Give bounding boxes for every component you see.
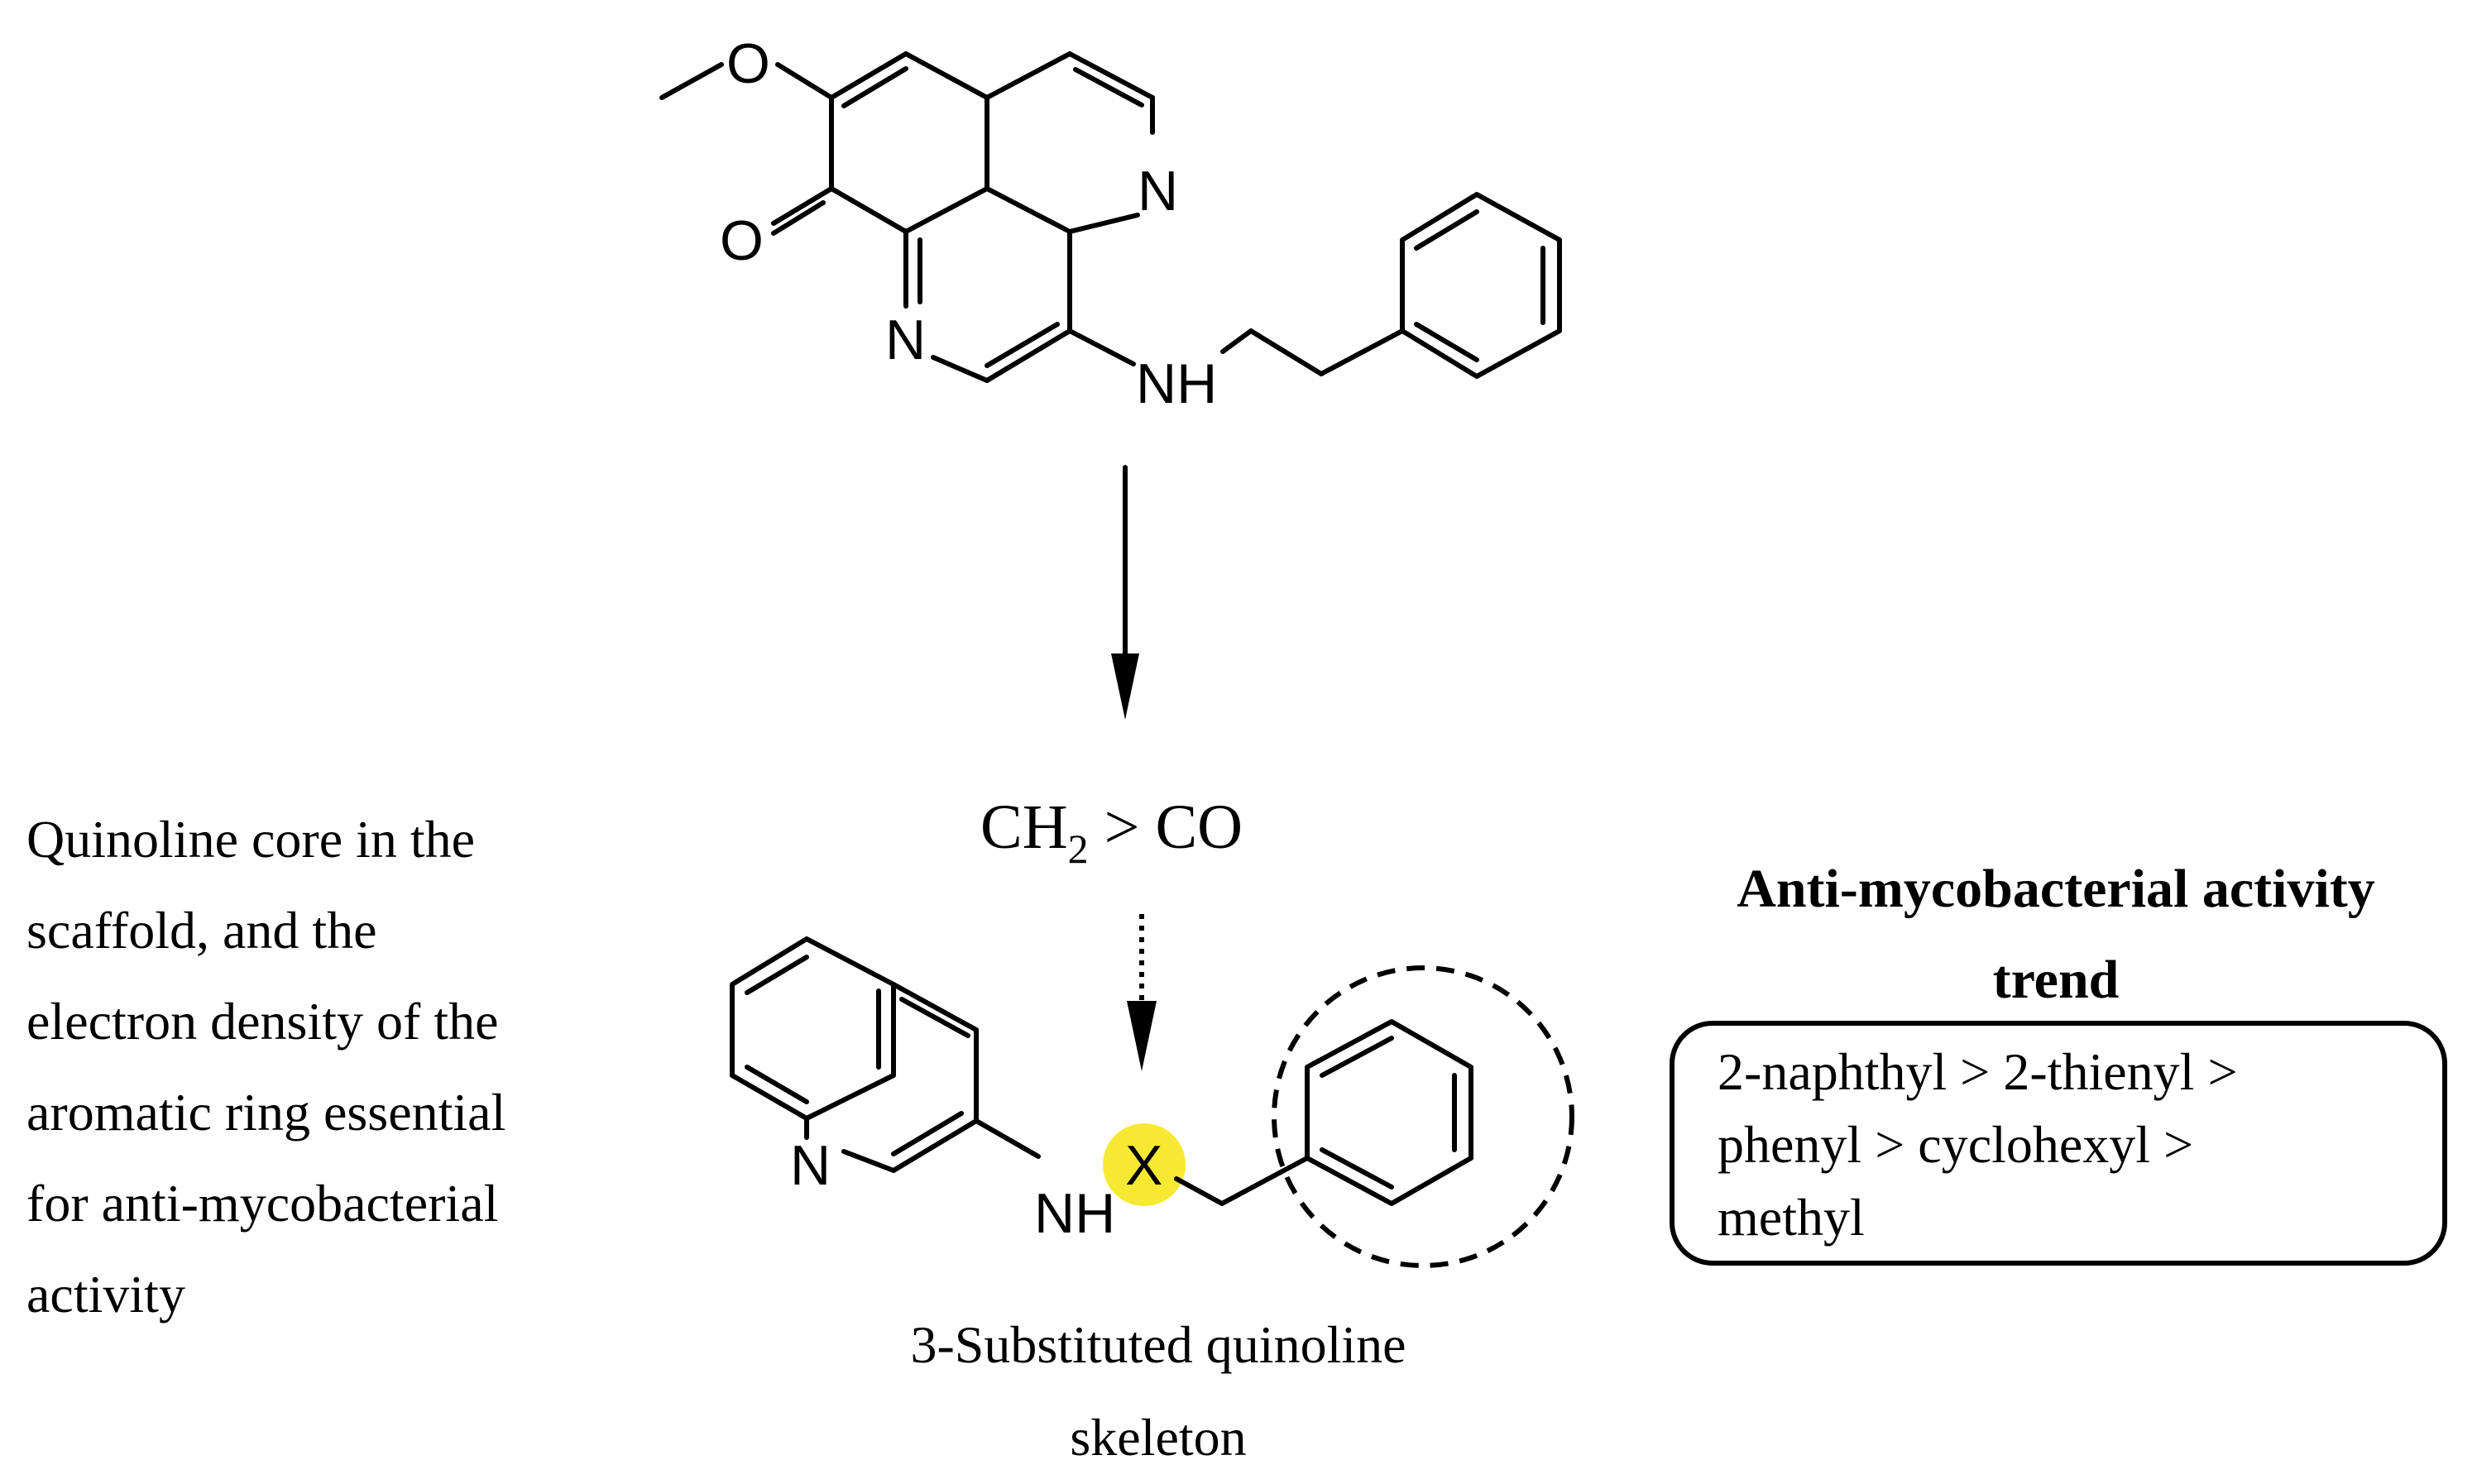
- trend-line: methyl: [1718, 1188, 1865, 1247]
- condition-subscript: 2: [1068, 826, 1089, 872]
- top-carbonyl-oxygen: O: [720, 209, 764, 272]
- trend-line: phenyl > cyclohexyl >: [1718, 1115, 2194, 1174]
- trend-title-line: trend: [1992, 950, 2120, 1010]
- trend-box-text: 2-naphthyl > 2-thienyl > phenyl > cycloh…: [1718, 1036, 2437, 1254]
- trend-line: 2-naphthyl > 2-thienyl >: [1718, 1042, 2238, 1101]
- left-note-line: for anti-mycobacterial: [26, 1174, 499, 1233]
- left-note-line: Quinoline core in the: [26, 810, 476, 869]
- bottom-amine-nh: NH: [1034, 1182, 1115, 1245]
- caption-line: skeleton: [1070, 1408, 1247, 1467]
- top-molecule: O O N N NH: [659, 32, 1562, 415]
- solid-arrow: [1111, 465, 1139, 720]
- left-note-line: electron density of the: [26, 992, 499, 1051]
- phenyl-dashed-circle: [1272, 965, 1574, 1268]
- trend-title-line: Anti-mycobacterial activity: [1737, 859, 2375, 919]
- left-note-line: activity: [26, 1265, 185, 1324]
- caption-line: 3-Substituted quinoline: [910, 1315, 1406, 1374]
- left-note: Quinoline core in the scaffold, and the …: [26, 794, 655, 1340]
- skeleton-caption: 3-Substituted quinoline skeleton: [769, 1299, 1547, 1484]
- left-note-line: aromatic ring essential: [26, 1083, 506, 1142]
- top-methoxy-oxygen: O: [726, 32, 770, 95]
- condition-rest: > CO: [1089, 792, 1243, 862]
- bottom-x-substituent: X: [1125, 1134, 1162, 1197]
- top-amine-nh: NH: [1136, 352, 1217, 415]
- bottom-quinoline-nitrogen: N: [790, 1134, 831, 1197]
- left-note-line: scaffold, and the: [26, 901, 377, 960]
- x-highlight: [1103, 1123, 1186, 1206]
- top-right-nitrogen: N: [1138, 160, 1178, 223]
- trend-title: Anti-mycobacterial activity trend: [1655, 844, 2457, 1026]
- bottom-molecule: N NH X: [730, 936, 1574, 1268]
- condition-ch: CH: [980, 792, 1068, 862]
- dotted-arrow: [1127, 914, 1157, 1071]
- trend-box: [1670, 1021, 2447, 1266]
- arrow-condition-label: CH2 > CO: [980, 792, 1243, 872]
- top-bottom-nitrogen: N: [885, 309, 926, 371]
